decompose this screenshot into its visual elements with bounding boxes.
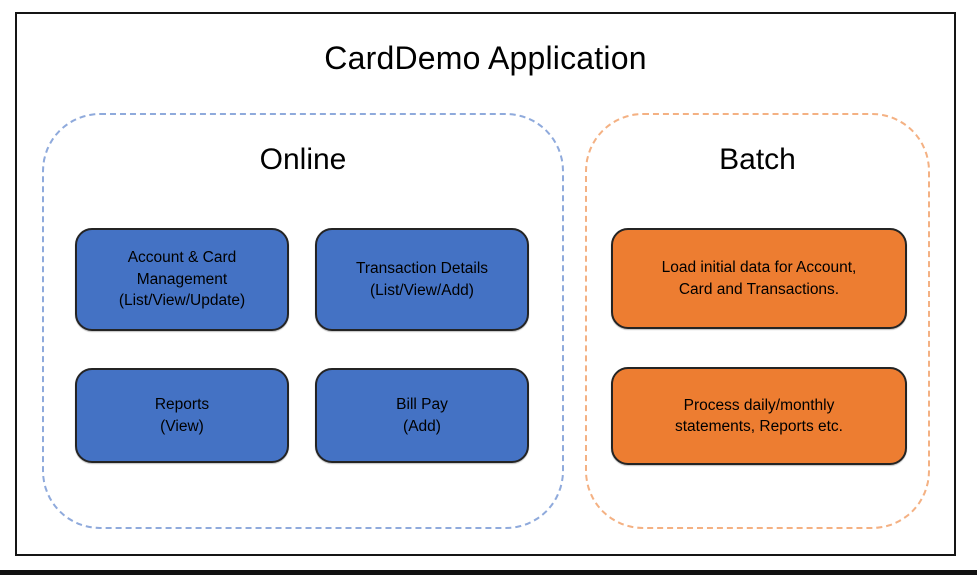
box-line: Card and Transactions. [678, 280, 840, 298]
box-line: (List/View/Update) [118, 292, 246, 310]
box-line: Account & Card [127, 249, 237, 267]
box-line: Bill Pay [396, 396, 448, 414]
box-line: statements, Reports etc. [675, 418, 843, 435]
online-group-heading: Online [259, 143, 347, 176]
box-line: Process daily/monthly [683, 396, 835, 414]
diagram-title: CardDemo Application [324, 40, 647, 76]
box-reports: Reports (View) [75, 368, 289, 463]
diagram-frame: CardDemo Application Online Account & Ca… [15, 12, 956, 556]
box-line: Transaction Details [355, 260, 489, 278]
box-line: (View) [160, 417, 204, 435]
batch-group-heading: Batch [719, 143, 796, 176]
box-bill-pay: Bill Pay (Add) [315, 368, 529, 463]
box-load-initial-data: Load initial data for Account, Card and … [611, 228, 907, 329]
box-transaction-details: Transaction Details (List/View/Add) [315, 228, 529, 331]
box-line: (Add) [403, 417, 441, 435]
batch-group: Batch Load initial data for Account, Car… [585, 113, 930, 529]
online-group: Online Account & Card Management (List/V… [42, 113, 564, 529]
box-line: (List/View/Add) [370, 281, 474, 299]
bottom-divider [0, 570, 977, 575]
box-process-statements: Process daily/monthly statements, Report… [611, 367, 907, 465]
box-account-card-management: Account & Card Management (List/View/Upd… [75, 228, 289, 331]
box-line: Management [136, 270, 228, 288]
box-line: Reports [154, 396, 210, 414]
box-line: Load initial data for Account, [661, 259, 857, 277]
